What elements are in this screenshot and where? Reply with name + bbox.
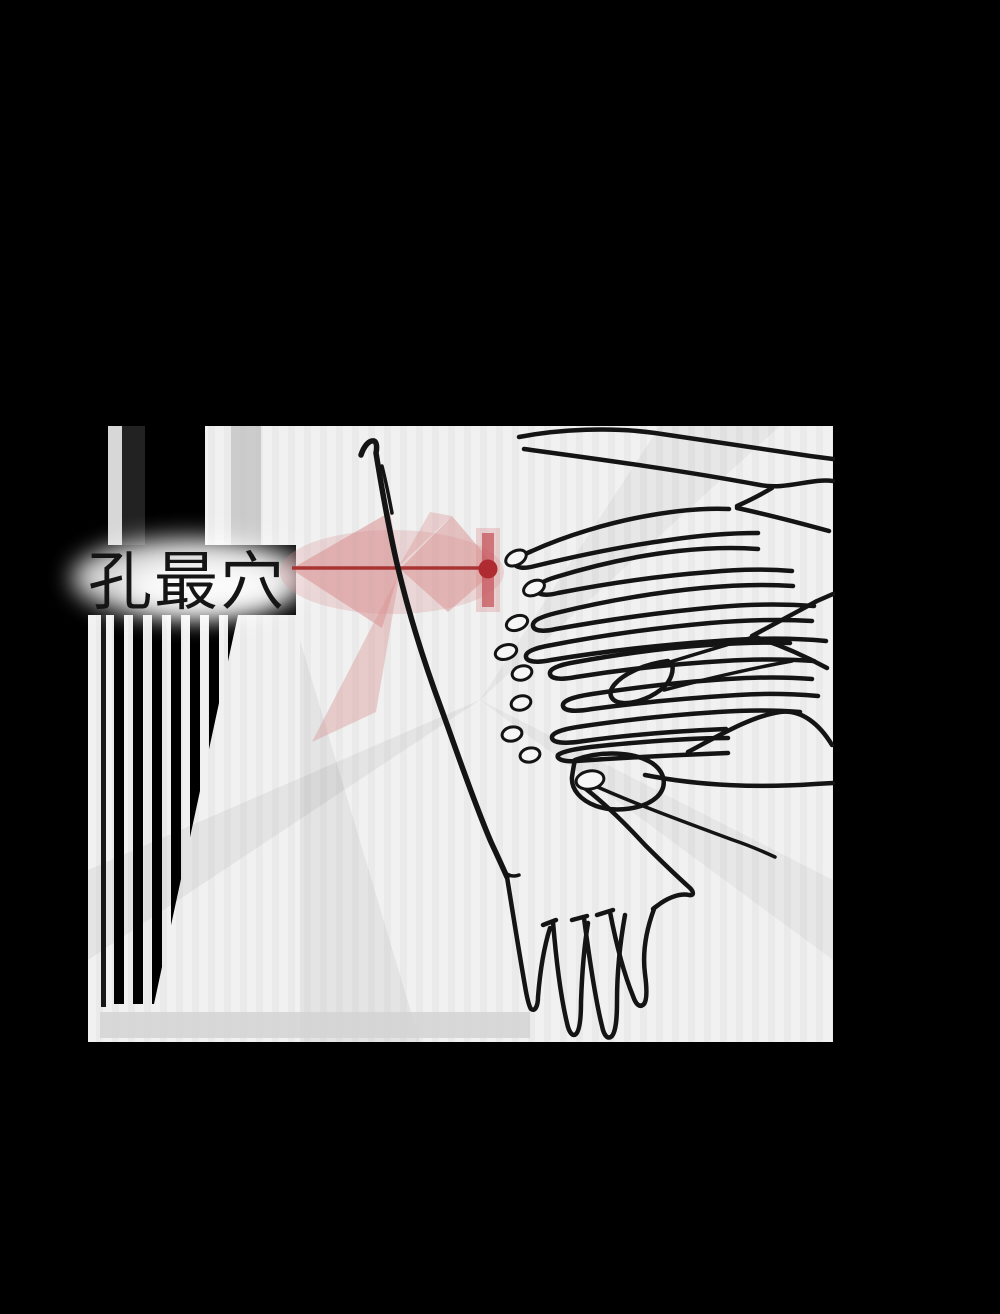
subject-hand	[504, 786, 696, 1040]
thumb-top-edge	[516, 427, 836, 462]
finger-1	[540, 917, 591, 1038]
forearm-outer-edge	[358, 438, 510, 880]
left-hairline	[101, 615, 106, 1007]
finger-3	[594, 906, 657, 1008]
pinky-finger	[523, 617, 829, 664]
acupoint-label: 孔最穴	[88, 547, 286, 618]
nail-thumb	[574, 769, 606, 791]
ring-finger	[530, 582, 817, 633]
nail-middle	[509, 694, 533, 712]
bottom-gray-band	[100, 1012, 530, 1038]
measuring-hand-bottom	[500, 591, 836, 859]
nail-index	[510, 664, 534, 682]
thumb-outline	[569, 751, 666, 812]
wrist-bump	[685, 709, 835, 755]
forearm-illustration	[358, 438, 521, 880]
acupoint-marker-dot	[478, 559, 498, 579]
index-finger	[547, 640, 817, 681]
label-halo	[72, 538, 308, 618]
palm-edge	[734, 505, 832, 534]
nail-ring	[504, 613, 530, 633]
comb-stripe-artifact	[106, 615, 238, 1004]
thumb-press-connector-top	[668, 635, 755, 664]
palm-bottom-edge	[591, 783, 777, 859]
finger-2	[569, 912, 628, 1040]
middle-finger	[560, 675, 821, 713]
forearm-inner-stroke	[380, 464, 394, 515]
thumb-underside	[521, 446, 836, 489]
thumb-press-connector-bottom	[662, 659, 794, 692]
measuring-hand-top	[493, 427, 836, 706]
nail-index	[504, 548, 528, 568]
thumb-web	[749, 591, 836, 671]
palm-and-thumb	[504, 874, 553, 1012]
nail-ring	[500, 725, 524, 743]
nail-pinky	[493, 643, 519, 661]
nail-middle	[522, 578, 546, 598]
wrist-crease	[502, 870, 521, 878]
wrist-lower-line	[642, 772, 836, 789]
black-bar	[145, 426, 205, 550]
ring-finger	[549, 708, 803, 745]
topleft-stripes	[88, 426, 261, 550]
hand-back-pinky-edge	[583, 786, 696, 912]
thumb-web	[734, 485, 775, 509]
nail-pinky	[518, 746, 542, 764]
